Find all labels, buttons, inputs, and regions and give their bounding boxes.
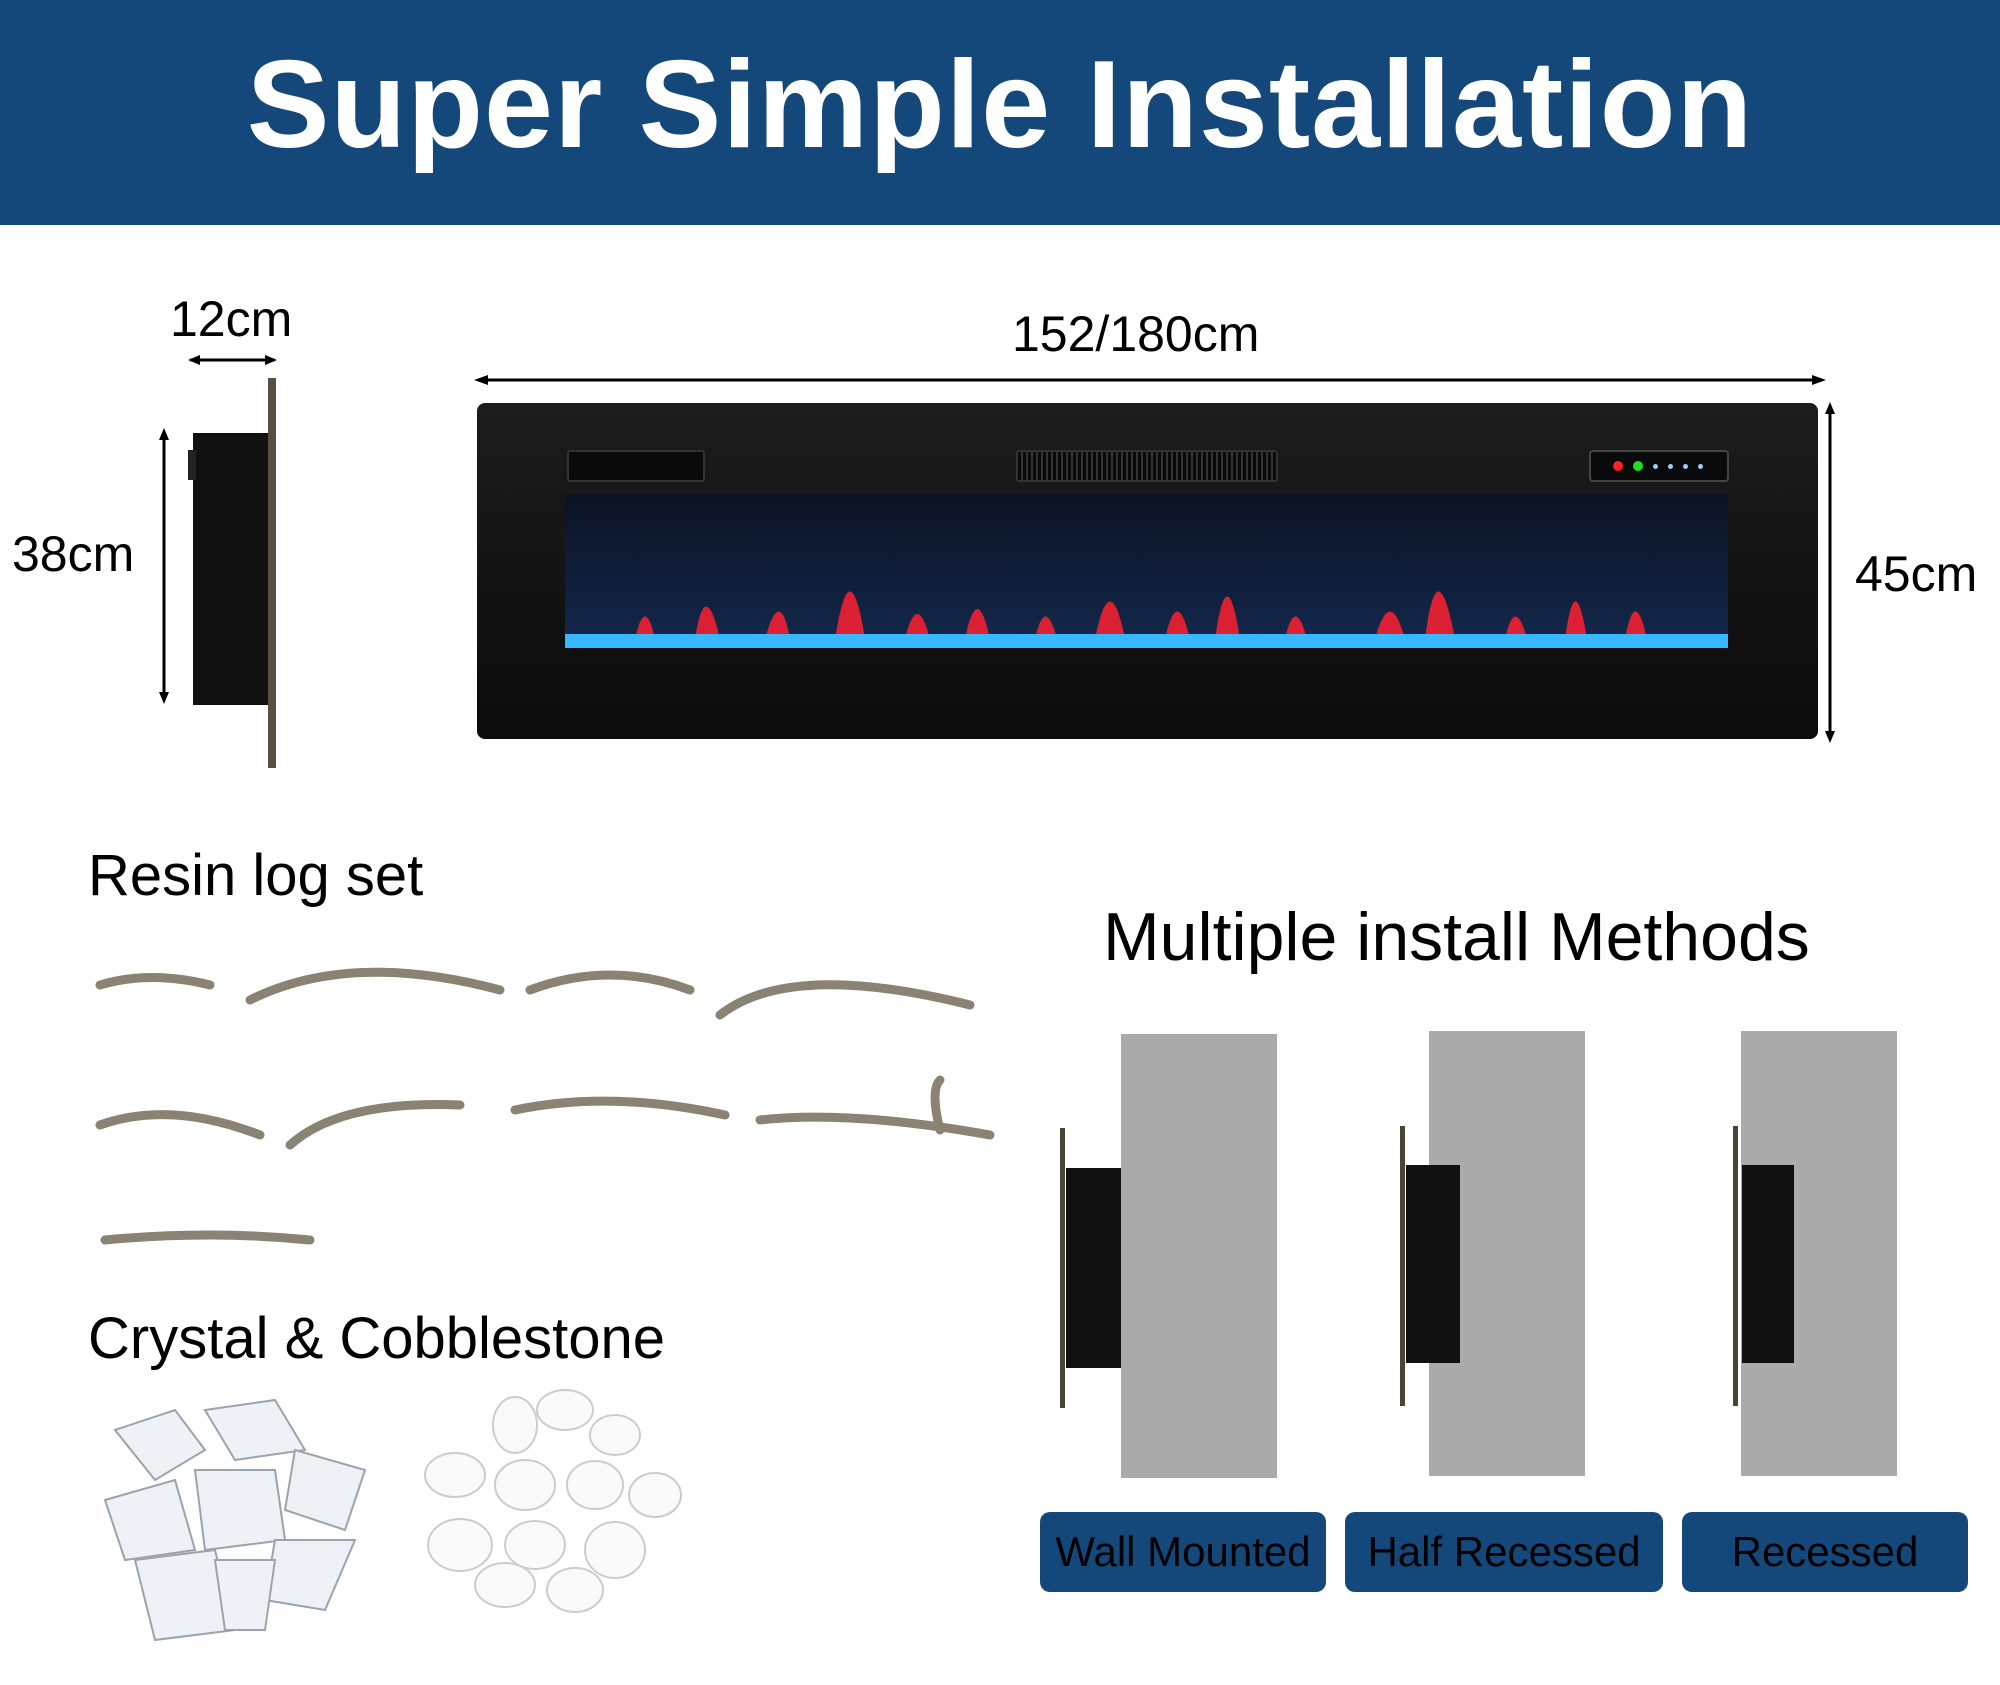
page-title: Super Simple Installation <box>246 36 1754 174</box>
flame-window <box>565 494 1728 648</box>
heater-vent <box>1016 450 1278 482</box>
method-half-recessed: Half Recessed <box>1345 1512 1663 1592</box>
side-view-diagram <box>159 355 277 768</box>
fireplace-frame <box>1733 1126 1738 1406</box>
fireplace-frame <box>1400 1126 1405 1406</box>
status-led-icon <box>1633 461 1643 471</box>
cobblestone-image <box>424 1389 682 1613</box>
flames-icon <box>565 591 1728 648</box>
width-label: 152/180cm <box>1012 306 1260 362</box>
fireplace-side-recessed <box>1742 1165 1794 1363</box>
side-height-label: 38cm <box>12 526 135 582</box>
method-recessed: Recessed <box>1682 1512 1968 1592</box>
wall-diagram-wall-mounted <box>1121 1034 1277 1478</box>
install-methods-heading: Multiple install Methods <box>1103 899 1810 975</box>
crystal-image <box>103 1398 367 1642</box>
remote-slot <box>567 450 705 482</box>
height-arrow <box>1825 402 1835 743</box>
depth-arrow <box>188 355 277 365</box>
fireplace-side-wall-mounted <box>1066 1168 1121 1368</box>
height-arrow <box>159 428 169 704</box>
resin-log-heading: Resin log set <box>88 843 424 908</box>
fireplace-frame <box>1060 1128 1065 1408</box>
control-panel <box>1589 450 1729 482</box>
crystal-cobblestone-heading: Crystal & Cobblestone <box>88 1306 666 1371</box>
depth-label: 12cm <box>170 291 293 347</box>
resin-logs-image <box>95 967 995 1245</box>
width-arrow <box>474 375 1826 385</box>
method-wall-mounted: Wall Mounted <box>1040 1512 1326 1592</box>
fireplace-side-half-recessed <box>1406 1165 1460 1363</box>
height-label: 45cm <box>1855 546 1978 602</box>
header-banner <box>0 0 2000 225</box>
power-led-icon <box>1613 461 1623 471</box>
